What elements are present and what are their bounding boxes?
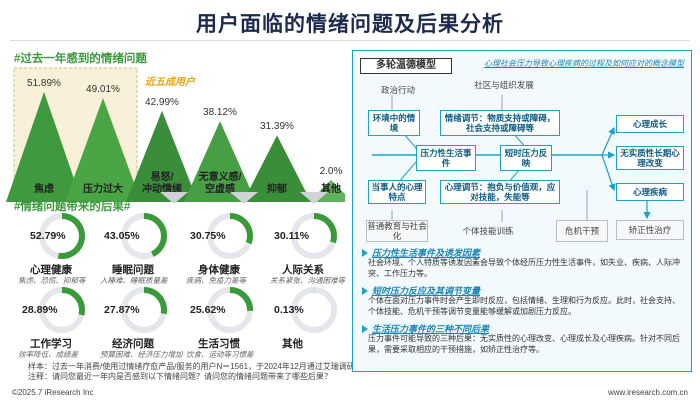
consequence-category-label: 工作学习 bbox=[30, 338, 72, 350]
consequence-value-label: 30.75% bbox=[190, 230, 226, 242]
model-panel bbox=[352, 50, 692, 372]
consequence-category-label: 经济问题 bbox=[112, 338, 154, 350]
chevron-right-icon bbox=[362, 287, 368, 295]
consequence-donut bbox=[207, 287, 253, 333]
explanation-1-head: 压力性生活事件及诱发因素 bbox=[372, 248, 481, 258]
consequence-donut bbox=[121, 213, 167, 259]
consequence-category-label: 生活习惯 bbox=[198, 338, 240, 350]
donut-slice bbox=[121, 213, 167, 259]
consequence-subtitle: 关系紧张、沟通困难等 bbox=[270, 276, 345, 285]
node-community: 社区与组织发展 bbox=[474, 80, 534, 90]
node-therapy: 矫正性治疗 bbox=[616, 220, 684, 240]
emotion-category-label: 压力过大 bbox=[83, 184, 123, 195]
emotions-mountain-chart bbox=[6, 67, 345, 202]
emotion-peak bbox=[126, 110, 198, 202]
consequence-category-label: 睡眠问题 bbox=[112, 264, 154, 276]
consequence-subtitle: 预算困难、经济压力增加 bbox=[100, 350, 183, 359]
consequence-category-label: 其他 bbox=[282, 338, 303, 350]
emotion-category-label: 无意义感/空虚感 bbox=[198, 172, 242, 195]
emotions-section-title: #过去一年感到的情绪问题 bbox=[14, 53, 147, 65]
explanation-3-head: 生活压力事件的三种不同后果 bbox=[372, 324, 490, 334]
consequence-donut bbox=[39, 213, 85, 259]
node-environment: 环境中的情境 bbox=[368, 110, 420, 136]
emotion-peak bbox=[184, 121, 256, 202]
emotion-value-label: 49.01% bbox=[86, 84, 120, 96]
donut-slice bbox=[207, 213, 253, 259]
consequence-subtitle: 入睡难、睡眠质量差 bbox=[100, 276, 168, 285]
model-title: 多轮温德模型 bbox=[360, 58, 452, 74]
emotion-peak bbox=[6, 91, 82, 202]
page-title: 用户面临的情绪问题及后果分析 bbox=[196, 13, 504, 36]
arrow-down-icon bbox=[230, 192, 258, 204]
emotion-value-label: 2.0% bbox=[319, 166, 343, 177]
near-half-users-note: 近五成用户 bbox=[145, 77, 195, 88]
consequences-section-title: #情绪问题带来的后果# bbox=[14, 201, 131, 213]
consequence-donut bbox=[207, 213, 253, 259]
arrow-down-icon bbox=[300, 192, 328, 204]
consequence-donut bbox=[121, 287, 167, 333]
donut-slice bbox=[121, 287, 167, 333]
consequence-donut bbox=[291, 287, 337, 333]
node-stress-events: 压力性生活事件 bbox=[416, 145, 476, 171]
footnote-sample: 样本：过去一年消费/使用过情绪疗愈产品/服务的用户N＝1561，于2024年12… bbox=[28, 362, 379, 371]
chevron-right-icon bbox=[362, 249, 368, 257]
consequence-subtitle: 焦虑、恐慌、抑郁等 bbox=[18, 276, 86, 285]
consequence-value-label: 43.05% bbox=[104, 230, 140, 242]
model-subtitle: 心理社会压力导致心理疾病的过程及如何应对的概念模型 bbox=[484, 59, 684, 68]
consequence-value-label: 27.87% bbox=[104, 304, 140, 316]
emotion-value-label: 51.89% bbox=[27, 77, 61, 89]
consequence-donut bbox=[39, 287, 85, 333]
emotion-category-label: 其他 bbox=[321, 184, 341, 195]
consequence-category-label: 身体健康 bbox=[198, 264, 240, 276]
node-no-change: 无实质性长期心理改变 bbox=[616, 146, 684, 170]
consequence-value-label: 0.13% bbox=[274, 304, 304, 316]
consequence-subtitle: 疾病、免疫力差等 bbox=[186, 276, 246, 285]
emotion-category-label: 抑郁 bbox=[267, 184, 287, 195]
explanation-2-head: 短时压力反应及其调节变量 bbox=[372, 286, 481, 296]
footnote-note: 注释：请问您最近一年内是否感到以下情绪问题？请问您的情绪问题带来了哪些后果？ bbox=[28, 372, 332, 381]
explanation-1-body: 社会环境、个人特质等诱发因素会导致个体经历压力性生活事件，如失业、疾病、人际冲突… bbox=[368, 258, 680, 278]
explanation-2-body: 个体在面对压力事件时会产生即时反应，包括情绪、生理和行为反应。此时，社会支持、个… bbox=[368, 296, 680, 316]
consequence-category-label: 人际关系 bbox=[282, 264, 324, 276]
node-reg-material: 情绪调节：物质支持或障碍，社会支持或障碍等 bbox=[440, 110, 560, 136]
node-illness: 心理疾病 bbox=[616, 183, 684, 201]
consequence-donut bbox=[291, 213, 337, 259]
emotion-value-label: 38.12% bbox=[203, 107, 237, 119]
node-reg-coping: 心理调节：抱负与价值观，应对技能，失能等 bbox=[440, 180, 560, 204]
explanation-3-body: 压力事件可能导致的三种后果：无实质性的心理改变、心理成长及心理疾病。针对不同后果… bbox=[368, 334, 680, 354]
consequence-subtitle: 饮食、运动等习惯差 bbox=[186, 350, 254, 359]
arrow-down-icon bbox=[160, 192, 188, 204]
consequence-category-label: 心理健康 bbox=[30, 264, 72, 276]
emotion-category-label: 易怒/冲动情绪 bbox=[142, 172, 182, 195]
title-divider bbox=[10, 40, 690, 41]
copyright: ©2025.7 iResearch Inc bbox=[12, 388, 94, 397]
consequence-subtitle: 效率降低、成绩差 bbox=[18, 350, 78, 359]
down-arrows bbox=[150, 192, 340, 206]
node-skills: 个体技能训练 bbox=[462, 226, 514, 236]
node-short-stress: 短时压力反映 bbox=[500, 145, 552, 171]
donut-slice bbox=[291, 213, 337, 259]
node-crisis: 危机干预 bbox=[556, 220, 608, 242]
donut-slice bbox=[291, 287, 337, 333]
to-growth-arrow bbox=[601, 126, 615, 156]
emotion-category-label: 焦虑 bbox=[34, 184, 54, 195]
node-growth: 心理成长 bbox=[616, 115, 684, 133]
consequence-value-label: 25.62% bbox=[190, 304, 226, 316]
donut-slice bbox=[39, 287, 85, 333]
to-illness-arrow bbox=[601, 154, 616, 192]
node-person-traits: 当事人的心理特点 bbox=[368, 180, 426, 204]
donut-slice bbox=[207, 287, 253, 333]
donut-slice bbox=[39, 213, 85, 259]
chevron-right-icon bbox=[362, 325, 368, 333]
site-url: www.iresearch.com.cn bbox=[607, 388, 688, 397]
node-edu: 普通教育与社会化 bbox=[366, 220, 428, 242]
consequence-value-label: 28.89% bbox=[22, 304, 58, 316]
node-politics: 政治行动 bbox=[380, 85, 415, 95]
emotion-peak bbox=[65, 98, 141, 202]
emotion-value-label: 42.99% bbox=[145, 96, 179, 108]
emotion-peak bbox=[243, 135, 311, 202]
consequence-value-label: 30.11% bbox=[274, 230, 310, 242]
consequence-value-label: 52.79% bbox=[30, 230, 66, 242]
emotion-value-label: 31.39% bbox=[260, 121, 294, 133]
